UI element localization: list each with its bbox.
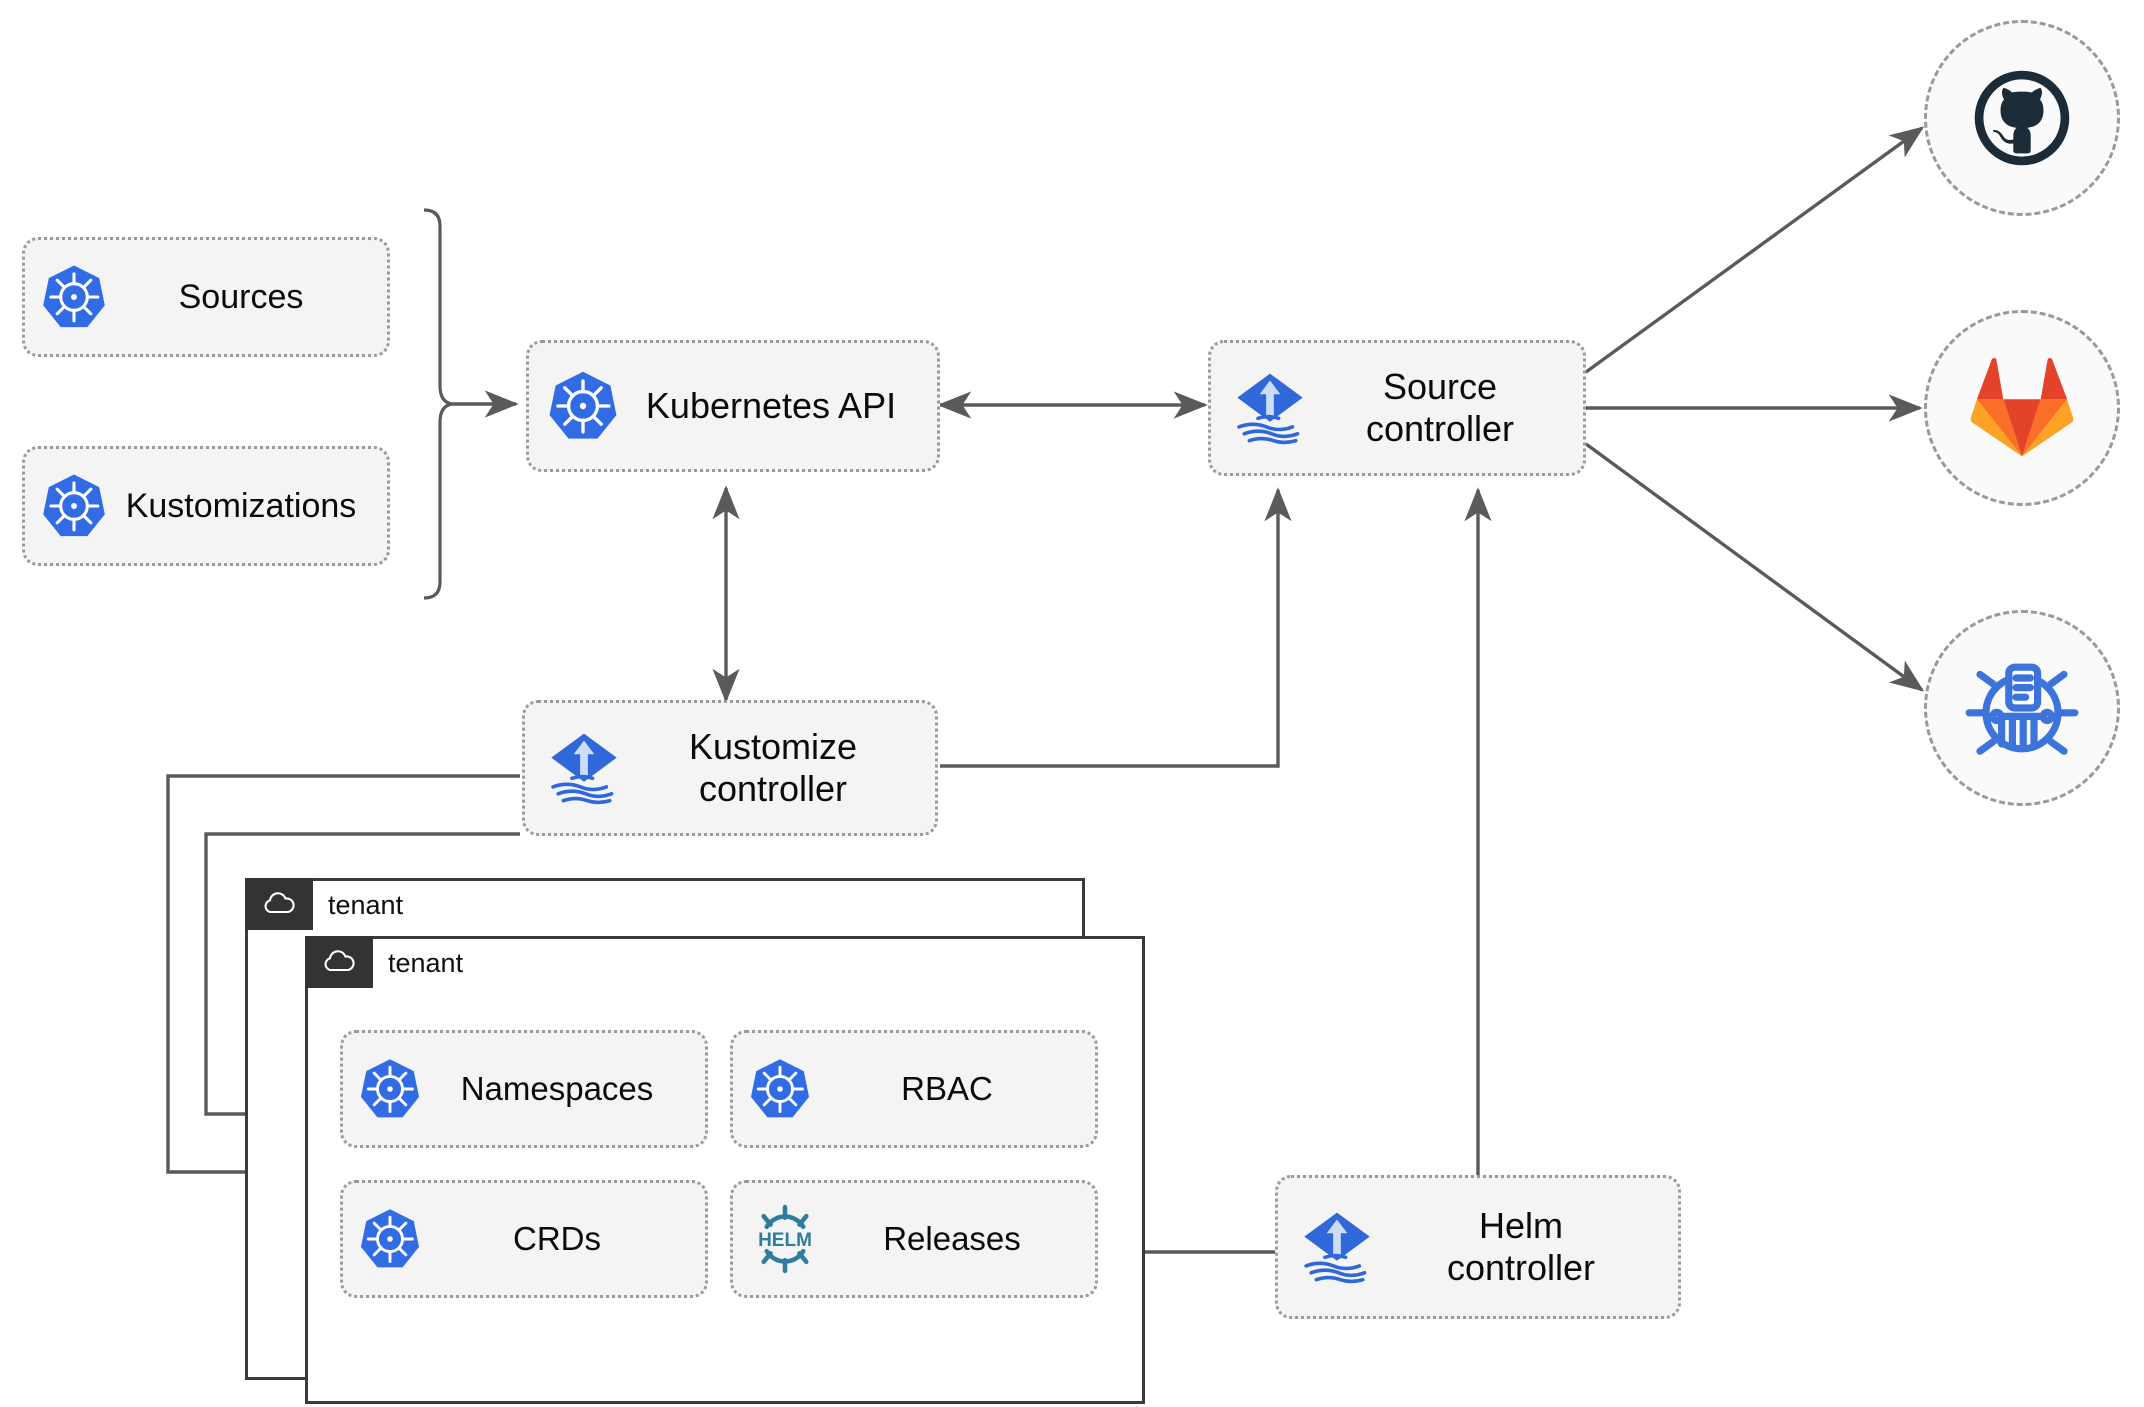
provider-gitlab[interactable] [1924,310,2120,506]
node-label: Helm controller [1446,1204,1596,1288]
resource-sources[interactable]: Sources [22,237,390,357]
node-source-controller[interactable]: Source controller [1208,340,1586,476]
kubernetes-icon [545,368,621,444]
kubernetes-icon [747,1056,813,1122]
svg-text:HELM: HELM [758,1230,812,1251]
tenant-resource-namespaces[interactable]: Namespaces [340,1030,708,1148]
tenant-outer-label: tenant [328,890,404,920]
flux-icon [1227,365,1313,451]
arrow-kustomizecontroller-sourcecontroller [940,487,1292,768]
helm-repository-icon [1965,663,2079,755]
tenant-outer-header [245,878,313,930]
node-kubernetes-api[interactable]: Kubernetes API [526,340,940,472]
flux-icon [541,725,627,811]
tenant-inner-frame [305,936,1145,1404]
arrow-sourcecontroller-github [1585,126,1925,374]
tenant-resource-label: Releases [883,1219,1021,1257]
tenant-resource-crds[interactable]: CRDs [340,1180,708,1298]
node-kustomize-controller[interactable]: Kustomize controller [522,700,938,836]
cloud-icon [264,892,295,914]
gitlab-icon [1970,358,2074,457]
flux-icon [1294,1204,1380,1290]
provider-github[interactable] [1924,20,2120,216]
kubernetes-icon [39,471,109,541]
cloud-icon [324,950,355,972]
resource-label: Sources [178,277,304,316]
tenant-resource-label: CRDs [513,1219,601,1257]
tenant-inner-header [305,936,373,988]
arrow-sourcecontroller-bucket [1584,442,1925,692]
tenant-resource-label: RBAC [901,1069,993,1107]
tenant-resource-releases[interactable]: HELM Releases [730,1180,1098,1298]
resource-label: Kustomizations [125,486,357,525]
tenant-inner-label: tenant [388,948,464,978]
kubernetes-icon [357,1056,423,1122]
github-icon [1974,70,2070,166]
kubernetes-icon [39,262,109,332]
provider-helm-repository[interactable] [1924,610,2120,806]
node-helm-controller[interactable]: Helm controller [1275,1175,1681,1319]
helm-icon: HELM [747,1201,823,1277]
resource-kustomizations[interactable]: Kustomizations [22,446,390,566]
kubernetes-icon [357,1206,423,1272]
node-label: Source controller [1365,365,1515,449]
group-brace [423,208,453,600]
tenant-resource-label: Namespaces [460,1069,654,1107]
arrow-kustomizecontroller-tenant-outer [166,774,520,1186]
node-label: Kustomize controller [688,725,858,809]
tenant-resource-rbac[interactable]: RBAC [730,1030,1098,1148]
node-label: Kubernetes API [645,384,897,426]
